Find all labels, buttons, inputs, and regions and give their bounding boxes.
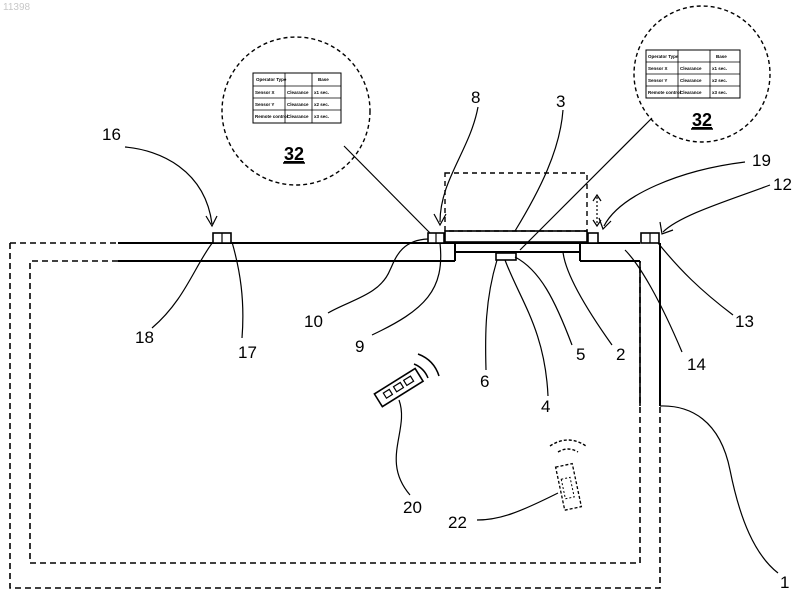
table-cell: x3 sec. — [712, 90, 727, 95]
table-cell: x1 sec. — [712, 66, 727, 71]
table-cell: Clearance — [680, 78, 702, 83]
label-5: 5 — [576, 345, 585, 364]
table-cell: Clearance — [287, 102, 309, 107]
table-header-operator: Operator Type — [256, 77, 287, 82]
remote-control — [374, 354, 439, 407]
table-cell: Sensor Y — [255, 102, 274, 107]
table-cell: Sensor X — [648, 66, 668, 71]
remote-control-dashed — [550, 440, 586, 510]
connector-left-callout — [344, 146, 430, 233]
callout-table-left: Operator Type Base Sensor X Clearance x1… — [253, 73, 341, 123]
door-raised-dashed — [445, 173, 587, 231]
leader-lines — [125, 107, 778, 573]
table-cell: Sensor X — [255, 90, 275, 95]
table-cell: Clearance — [287, 90, 309, 95]
watermark: 11398 — [3, 2, 31, 13]
label-32-right: 32 — [692, 110, 712, 130]
callout-table-right: Operator Type Base Sensor X Clearance x1… — [646, 50, 740, 98]
label-3: 3 — [556, 92, 565, 111]
table-cell: Sensor Y — [648, 78, 667, 83]
label-22: 22 — [448, 513, 467, 532]
label-20: 20 — [403, 498, 422, 517]
drive-unit — [496, 253, 516, 260]
table-cell: x2 sec. — [712, 78, 727, 83]
label-8: 8 — [471, 88, 480, 107]
table-cell: Clearance — [680, 90, 702, 95]
sensor-block-door-right — [588, 233, 598, 243]
label-10: 10 — [304, 312, 323, 331]
label-6: 6 — [480, 372, 489, 391]
table-header-operator: Operator Type — [648, 54, 679, 59]
outer-room-boundary — [10, 243, 660, 588]
label-1: 1 — [780, 573, 789, 592]
table-cell: Clearance — [287, 114, 309, 119]
label-17: 17 — [238, 343, 257, 362]
connector-right-callout — [520, 118, 652, 250]
table-header-base: Base — [716, 54, 727, 59]
table-cell: x3 sec. — [314, 114, 329, 119]
label-12: 12 — [773, 175, 792, 194]
table-cell: Remote control — [648, 90, 681, 95]
table-cell: Remote control — [255, 114, 288, 119]
table-cell: Clearance — [680, 66, 702, 71]
label-18: 18 — [135, 328, 154, 347]
label-19: 19 — [752, 151, 771, 170]
label-14: 14 — [687, 355, 706, 374]
table-header-base: Base — [318, 77, 329, 82]
label-13: 13 — [735, 312, 754, 331]
label-4: 4 — [541, 397, 550, 416]
label-32-left: 32 — [284, 144, 304, 164]
label-16: 16 — [102, 125, 121, 144]
label-2: 2 — [616, 345, 625, 364]
door-panel — [445, 231, 587, 242]
table-cell: x1 sec. — [314, 90, 329, 95]
table-cell: x2 sec. — [314, 102, 329, 107]
label-9: 9 — [355, 337, 364, 356]
